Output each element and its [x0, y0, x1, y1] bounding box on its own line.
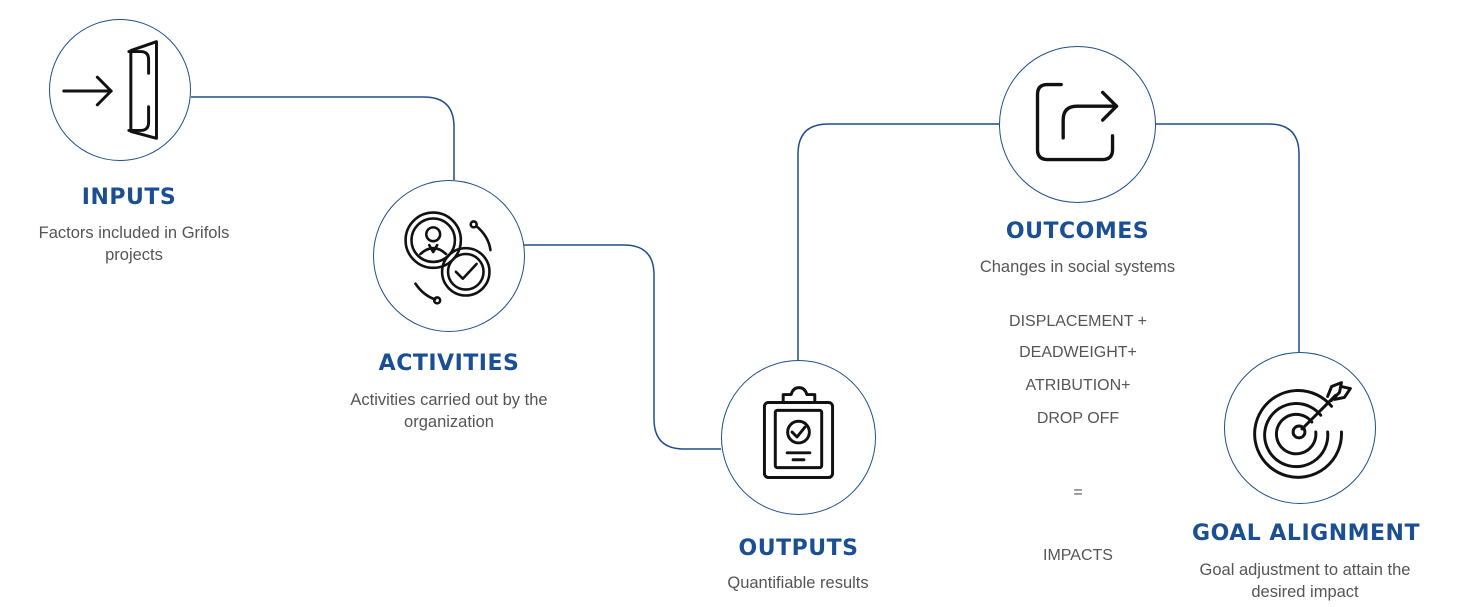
formula-impacts: IMPACTS — [1043, 547, 1113, 564]
activities-description: Activities carried out by the organizati… — [323, 389, 575, 433]
outcomes-title: OUTCOMES — [1005, 219, 1150, 244]
inputs-description-line2: projects — [105, 246, 163, 264]
inputs-node — [49, 19, 191, 161]
outcomes-description-line1: Changes in social systems — [979, 258, 1176, 276]
connector-outcomes-goal — [1156, 123, 1300, 352]
outcomes-description: Changes in social systems — [950, 256, 1205, 278]
formula-displacement: DISPLACEMENT + — [1009, 313, 1147, 330]
inputs-description: Factors included in Grifols projects — [14, 222, 254, 266]
target-arrow-icon — [1253, 381, 1352, 479]
activities-node — [373, 180, 525, 332]
clipboard-check-icon — [762, 386, 835, 479]
inputs-description-line1: Factors included in Grifols — [38, 224, 230, 242]
activities-description-line1: Activities carried out by the — [350, 391, 548, 409]
inputs-title: INPUTS — [81, 185, 177, 210]
outputs-node — [721, 360, 876, 515]
goal-alignment-description-line1: Goal adjustment to attain the — [1199, 561, 1411, 579]
connector-inputs-activities — [191, 96, 455, 180]
enter-door-icon — [62, 40, 158, 140]
formula-deadweight: DEADWEIGHT+ — [1019, 344, 1137, 361]
goal-alignment-title: GOAL ALIGNMENT — [1192, 521, 1420, 546]
outputs-description: Quantifiable results — [678, 572, 918, 594]
formula-equals: = — [1073, 484, 1083, 501]
formula-drop-off: DROP OFF — [1036, 410, 1120, 427]
goal-alignment-description-line2: desired impact — [1251, 583, 1359, 601]
outputs-description-line1: Quantifiable results — [727, 574, 869, 592]
activities-description-line2: organization — [404, 413, 494, 431]
person-target-check-icon — [404, 211, 492, 305]
outcomes-node — [999, 46, 1156, 203]
connector-activities-outputs — [524, 244, 721, 450]
formula-atribution: ATRIBUTION+ — [1025, 377, 1131, 394]
outputs-title: OUTPUTS — [738, 536, 859, 561]
activities-title: ACTIVITIES — [378, 351, 520, 376]
goal-alignment-node — [1224, 352, 1376, 504]
goal-alignment-description: Goal adjustment to attain the desired im… — [1180, 559, 1430, 603]
share-arrow-icon — [1035, 82, 1119, 162]
connector-outputs-outcomes — [797, 123, 999, 360]
